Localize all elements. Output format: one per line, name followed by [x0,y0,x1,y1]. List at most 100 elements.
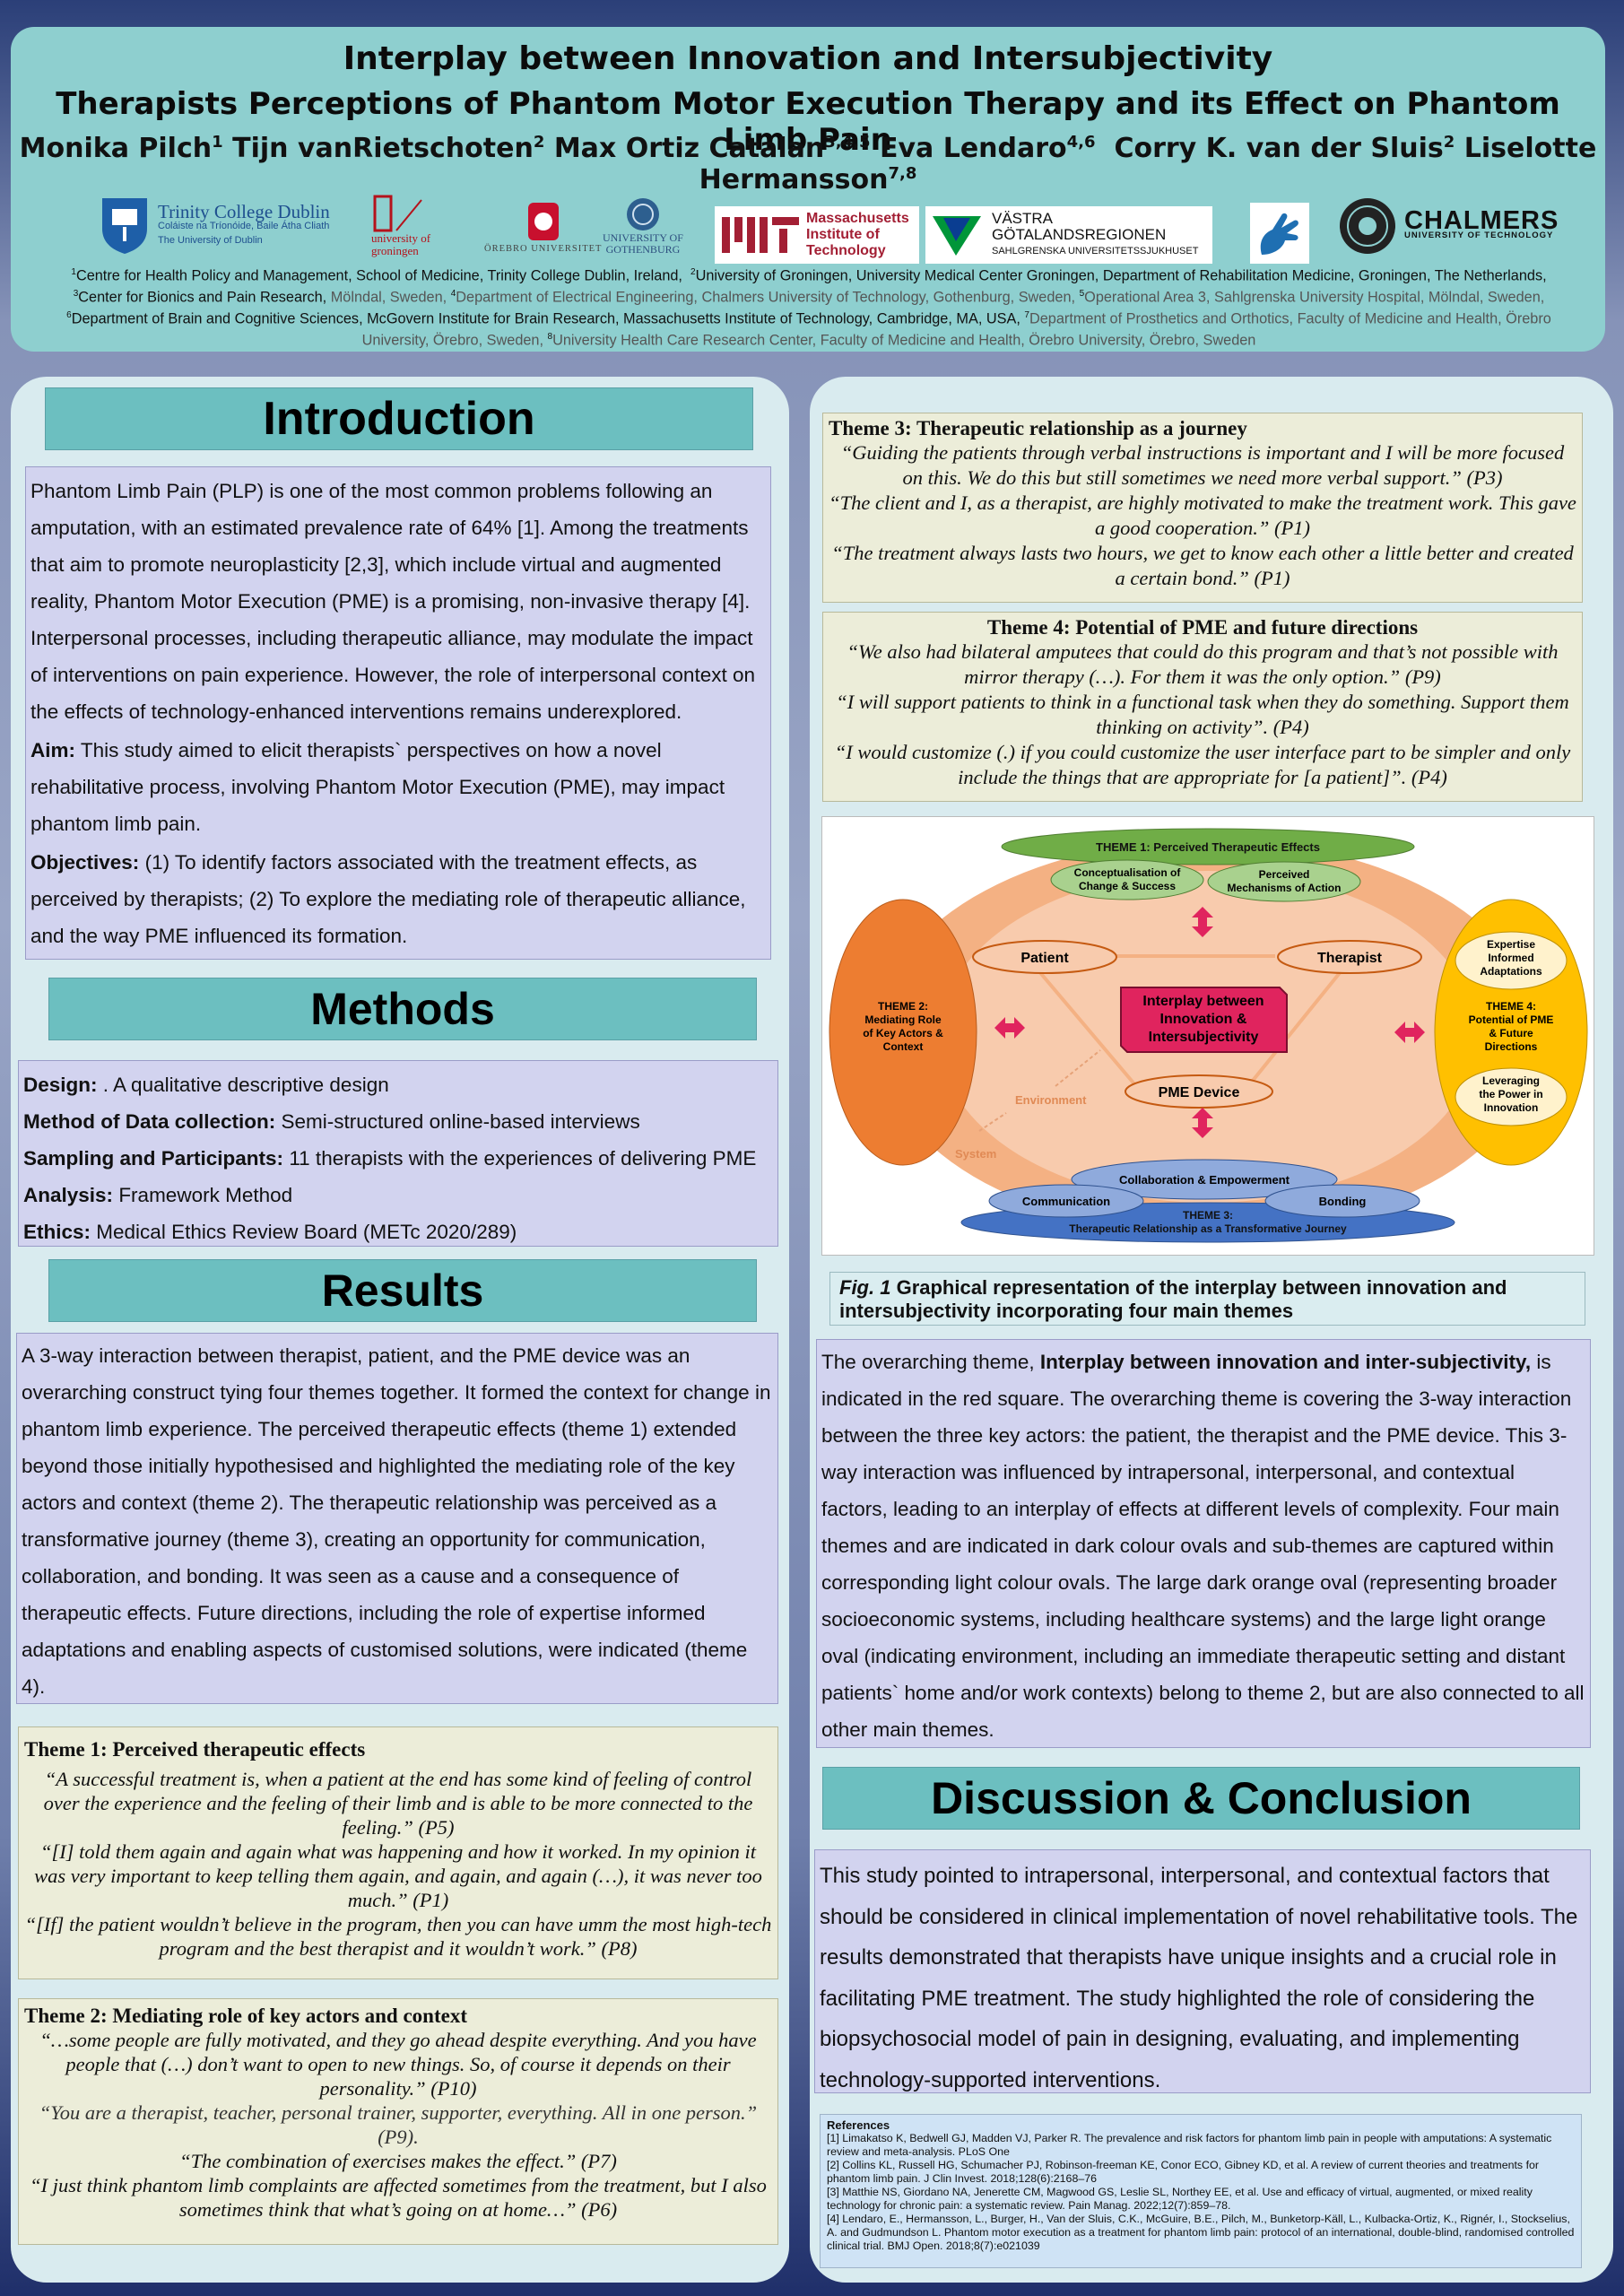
author: Eva Lendaro4,6 [879,133,1096,164]
theme1-quotes-box: Theme 1: Perceived therapeutic effects “… [18,1726,778,1979]
references-box: References [1] Limakatso K, Bedwell GJ, … [820,2114,1582,2268]
tcd-crest-icon [102,198,147,254]
author: Corry K. van der Sluis2 [1114,133,1455,164]
methods-item: Analysis: Framework Method [23,1184,293,1206]
patient-label: Patient [1020,951,1069,966]
mit-logo: Massachusetts Institute of Technology [715,206,919,264]
gothenburg-seal-icon [626,198,659,230]
methods-item: Ethics: Medical Ethics Review Board (MET… [23,1221,517,1243]
sub-label: Collaboration & Empowerment [1119,1173,1290,1187]
double-arrow-icon [1192,907,1213,937]
quote: “Guiding the patients through verbal ins… [840,441,1565,489]
quote: “I will support patients to think in a f… [836,691,1569,738]
introduction-box: Phantom Limb Pain (PLP) is one of the mo… [25,466,771,960]
sub-collaboration-oval [1071,1159,1338,1200]
center-label: Interplay between [1142,994,1264,1009]
patient-oval [972,940,1117,974]
introduction-paragraph: Phantom Limb Pain (PLP) is one of the mo… [30,480,755,723]
quote: “The combination of exercises makes the … [179,2150,617,2172]
sub-label: Informed [1488,952,1533,964]
orebro-logo: ÖREBRO UNIVERSITET [484,181,602,271]
introduction-heading: Introduction [45,387,753,450]
gothenburg-logo: UNIVERSITY OF GOTHENBURG [603,181,683,271]
groningen-crest-icon [373,195,422,232]
theme3-label: THEME 3: [1183,1209,1233,1222]
affiliations: 1Centre for Health Policy and Management… [66,267,1551,349]
methods-item: Method of Data collection: Semi-structur… [23,1110,640,1133]
theme2-label: Mediating Role [864,1013,942,1026]
discussion-heading: Discussion & Conclusion [822,1767,1580,1830]
center-label: Innovation & [1160,1012,1247,1027]
theme3-title: Theme 3: Therapeutic relationship as a j… [829,417,1247,439]
sub-label: Change & Success [1079,880,1176,892]
chalmers-seal-icon [1340,198,1395,254]
author-list: Monika Pilch1 Tijn vanRietschoten2 Max O… [11,133,1605,196]
double-arrow-icon [1192,1108,1213,1138]
mit-wordmark-icon [722,217,799,253]
theme3-label: Therapeutic Relationship as a Transforma… [1069,1222,1347,1235]
orebro-emblem-icon [527,202,559,240]
overarching-theme-box: The overarching theme, Interplay between… [816,1339,1591,1748]
results-heading: Results [48,1259,757,1322]
results-box: A 3-way interaction between therapist, p… [16,1333,778,1704]
sub-label: Perceived [1259,868,1310,881]
poster-subtitle: Therapists Perceptions of Phantom Motor … [56,86,1560,158]
sub-label: Adaptations [1480,965,1542,978]
methods-box: Design: . A qualitative descriptive desi… [18,1060,778,1247]
sub-mechanisms-oval [1207,861,1361,902]
logo-strip: Trinity College Dublin Coláiste na Tríon… [29,181,1589,271]
vgr-mark-icon [933,216,981,256]
sub-label: Conceptualisation of [1074,866,1182,879]
sub-bonding-oval [1264,1184,1420,1218]
poster-header: Interplay between Innovation and Intersu… [11,27,1605,352]
quote: “You are a therapist, teacher, personal … [39,2101,758,2148]
caption-label: Fig. 1 [839,1276,891,1299]
quote: “We also had bilateral amputees that cou… [847,640,1559,688]
pme-hand-logo [1250,203,1309,264]
theme2-label: Context [883,1040,924,1053]
quote: “I would customize (.) if you could cust… [834,741,1571,788]
sub-label: Innovation [1484,1101,1539,1114]
poster-title: Interplay between Innovation and Intersu… [343,40,1273,77]
patient-device-link [1036,968,1138,1088]
theme1-label: THEME 1: Perceived Therapeutic Effects [1096,840,1320,854]
theme3-quotes-box: Theme 3: Therapeutic relationship as a j… [822,413,1583,603]
theme-diagram-figure: System Environment THEME 1: Perceived Th… [821,816,1594,1256]
author: Liselotte Hermansson7,8 [699,133,1597,196]
methods-item: Sampling and Participants: 11 therapists… [23,1147,757,1170]
double-arrow-icon [1394,1022,1425,1043]
therapist-oval [1277,940,1422,974]
sub-label: Bonding [1319,1195,1367,1208]
sub-label: Mechanisms of Action [1228,882,1342,894]
theme2-label: THEME 2: [878,1000,928,1013]
theme4-label: THEME 4: [1486,1000,1536,1013]
reference-item: [2] Collins KL, Russell HG, Schumacher P… [827,2159,1540,2185]
sub-conceptualisation-oval [1050,859,1204,900]
methods-heading: Methods [48,978,757,1040]
discussion-paragraph: This study pointed to intrapersonal, int… [820,1864,1578,2092]
therapist-device-link [1246,968,1344,1088]
theme2-oval [829,899,977,1166]
quote: “[If] the patient wouldn’t believe in th… [24,1913,772,1960]
author: Max Ortiz Catalan3,4,5 [553,133,871,164]
aim-paragraph: Aim: This study aimed to elicit therapis… [30,739,725,835]
reference-item: [1] Limakatso K, Bedwell GJ, Madden VJ, … [827,2132,1552,2158]
discussion-box: This study pointed to intrapersonal, int… [814,1849,1591,2093]
theme4-title: Theme 4: Potential of PME and future dir… [986,616,1419,639]
author: Tijn vanRietschoten2 [232,133,545,164]
quote: “The treatment always lasts two hours, w… [831,542,1574,589]
pme-device-label: PME Device [1159,1085,1240,1100]
quote: “…some people are fully motivated, and t… [39,2029,757,2100]
sub-label: the Power in [1479,1088,1542,1100]
sub-leveraging-oval [1455,1067,1568,1126]
theme1-title: Theme 1: Perceived therapeutic effects [24,1738,366,1761]
objectives-paragraph: Objectives: (1) To identify factors asso… [30,851,746,947]
theme4-label: & Future [1489,1027,1533,1039]
theme4-label: Potential of PME [1469,1013,1554,1026]
sub-communication-oval [988,1184,1144,1218]
therapist-label: Therapist [1317,951,1383,966]
theme-diagram: System Environment THEME 1: Perceived Th… [829,828,1588,1243]
vgr-logo: VÄSTRA GÖTALANDSREGIONEN SAHLGRENSKA UNI… [925,206,1212,264]
chalmers-logo: CHALMERS UNIVERSITY OF TECHNOLOGY [1338,181,1559,271]
pme-device-oval [1125,1074,1273,1109]
